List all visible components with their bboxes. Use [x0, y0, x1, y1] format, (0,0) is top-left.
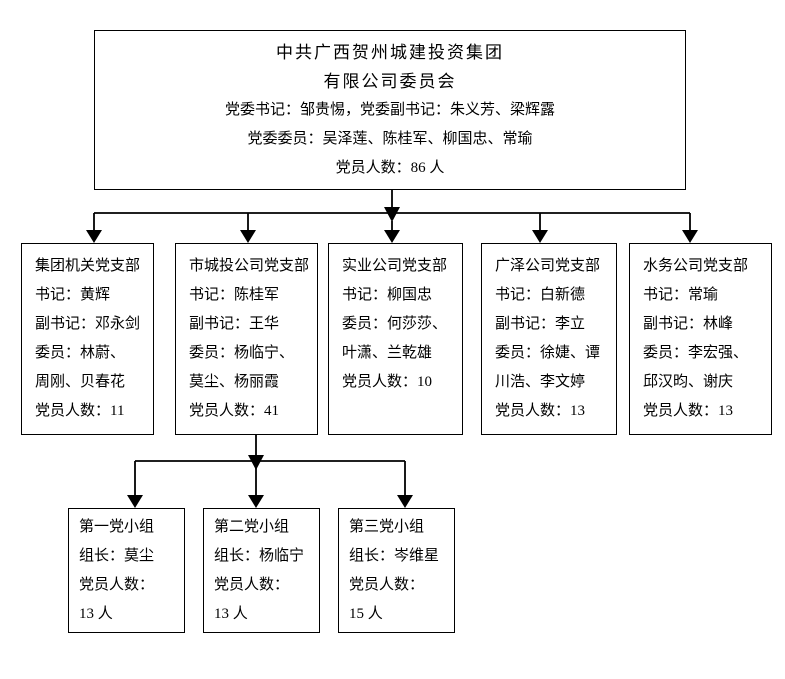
branch-member-count: 党员人数：13 [495, 403, 586, 419]
branch-members-2: 莫尘、杨丽霞 [189, 374, 280, 390]
branch-members-2: 川浩、李文婷 [495, 374, 586, 390]
group-count-value: 13 人 [214, 606, 248, 622]
branch-box-industrial: 实业公司党支部 书记：柳国忠 委员：何莎莎、 叶潇、兰乾雄 党员人数：10 [328, 243, 463, 435]
group-count-value: 15 人 [349, 606, 383, 622]
branch-secretary: 书记：白新德 [495, 287, 586, 303]
branch-box-group-office: 集团机关党支部 书记：黄辉 副书记：邓永剑 委员：林蔚、 周刚、贝春花 党员人数… [21, 243, 154, 435]
group-title: 第三党小组 [349, 519, 425, 535]
root-committee-box: 中共广西贺州城建投资集团 有限公司委员会 党委书记：邹贵惕，党委副书记：朱义芳、… [94, 30, 686, 190]
branch-member-count: 党员人数：41 [189, 403, 280, 419]
group-leader: 组长：岑维星 [349, 548, 440, 564]
group-title: 第一党小组 [79, 519, 155, 535]
branch-secretary: 书记：常瑜 [643, 287, 719, 303]
root-member-count-line: 党员人数：86 人 [335, 160, 445, 176]
branch-title: 广泽公司党支部 [495, 258, 601, 274]
group-count-label: 党员人数： [349, 577, 425, 593]
root-title-line-2: 有限公司委员会 [323, 72, 457, 91]
branch-title: 实业公司党支部 [342, 258, 448, 274]
arrowheads [86, 207, 698, 508]
branch-members-1: 委员：杨临宁、 [189, 345, 295, 361]
branch-members-1: 委员：李宏强、 [643, 345, 749, 361]
root-secretary-line: 党委书记：邹贵惕，党委副书记：朱义芳、梁辉露 [224, 102, 555, 118]
root-members-line: 党委委员：吴泽莲、陈桂军、柳国忠、常瑜 [247, 131, 533, 147]
branch-deputy: 副书记：林峰 [643, 316, 734, 332]
branch-box-city-investment: 市城投公司党支部 书记：陈桂军 副书记：王华 委员：杨临宁、 莫尘、杨丽霞 党员… [175, 243, 318, 435]
group-leader: 组长：杨临宁 [214, 548, 305, 564]
group-title: 第二党小组 [214, 519, 290, 535]
branch-deputy: 副书记：邓永剑 [35, 316, 141, 332]
branch-members-1: 委员：林蔚、 [35, 345, 126, 361]
branch-members-2: 邱汉昀、谢庆 [643, 374, 734, 390]
branch-deputy: 副书记：王华 [189, 316, 280, 332]
branch-member-count: 党员人数：10 [342, 374, 433, 390]
group-box-first: 第一党小组 组长：莫尘 党员人数： 13 人 [68, 508, 185, 633]
branch-secretary: 书记：陈桂军 [189, 287, 280, 303]
branch-members-1: 委员：何莎莎、 [342, 316, 448, 332]
branch-members-1: 委员：徐婕、谭 [495, 345, 601, 361]
root-title-line-1: 中共广西贺州城建投资集团 [276, 43, 504, 62]
branch-box-guangze: 广泽公司党支部 书记：白新德 副书记：李立 委员：徐婕、谭 川浩、李文婷 党员人… [481, 243, 617, 435]
branch-title: 集团机关党支部 [35, 258, 141, 274]
branch-secretary: 书记：柳国忠 [342, 287, 433, 303]
group-count-value: 13 人 [79, 606, 113, 622]
branch-member-count: 党员人数：11 [35, 403, 125, 419]
branch-secretary: 书记：黄辉 [35, 287, 111, 303]
group-count-label: 党员人数： [214, 577, 290, 593]
branch-box-water: 水务公司党支部 书记：常瑜 副书记：林峰 委员：李宏强、 邱汉昀、谢庆 党员人数… [629, 243, 772, 435]
group-box-second: 第二党小组 组长：杨临宁 党员人数： 13 人 [203, 508, 320, 633]
group-box-third: 第三党小组 组长：岑维星 党员人数： 15 人 [338, 508, 455, 633]
group-leader: 组长：莫尘 [79, 548, 155, 564]
branch-members-2: 叶潇、兰乾雄 [342, 345, 433, 361]
group-count-label: 党员人数： [79, 577, 155, 593]
branch-title: 水务公司党支部 [643, 258, 749, 274]
branch-title: 市城投公司党支部 [189, 258, 310, 274]
branch-members-2: 周刚、贝春花 [35, 374, 126, 390]
branch-member-count: 党员人数：13 [643, 403, 734, 419]
branch-deputy: 副书记：李立 [495, 316, 586, 332]
